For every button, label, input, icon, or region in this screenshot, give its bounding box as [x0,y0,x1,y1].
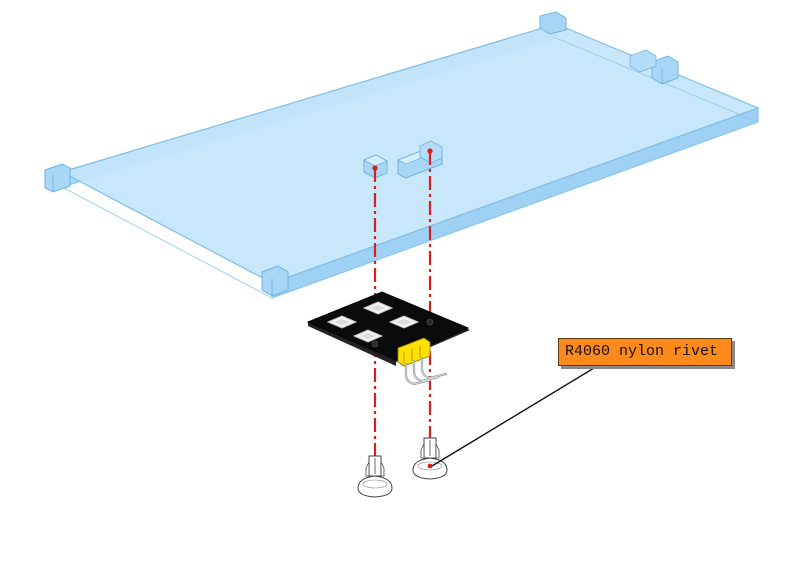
led-window [362,301,394,315]
mounting-panel [44,11,760,299]
centerline-left [372,165,378,462]
nylon-rivet-left [357,455,393,498]
sensor-board [306,291,470,366]
panel-tab-left [44,163,71,193]
rivet-callout: R4060 nylon rivet [558,338,732,366]
panel-tab-right [629,49,679,85]
led-window [388,315,420,329]
board-hole [371,340,379,348]
led-window [326,315,358,329]
panel-tab-front [261,265,289,297]
callout-label: R4060 nylon rivet [565,343,719,360]
board-hole [426,318,434,326]
nylon-rivet-right [412,437,448,480]
callout-leader [431,361,605,467]
led-window [352,329,384,343]
centerline-right [427,148,433,462]
panel-tab-top [539,11,567,35]
